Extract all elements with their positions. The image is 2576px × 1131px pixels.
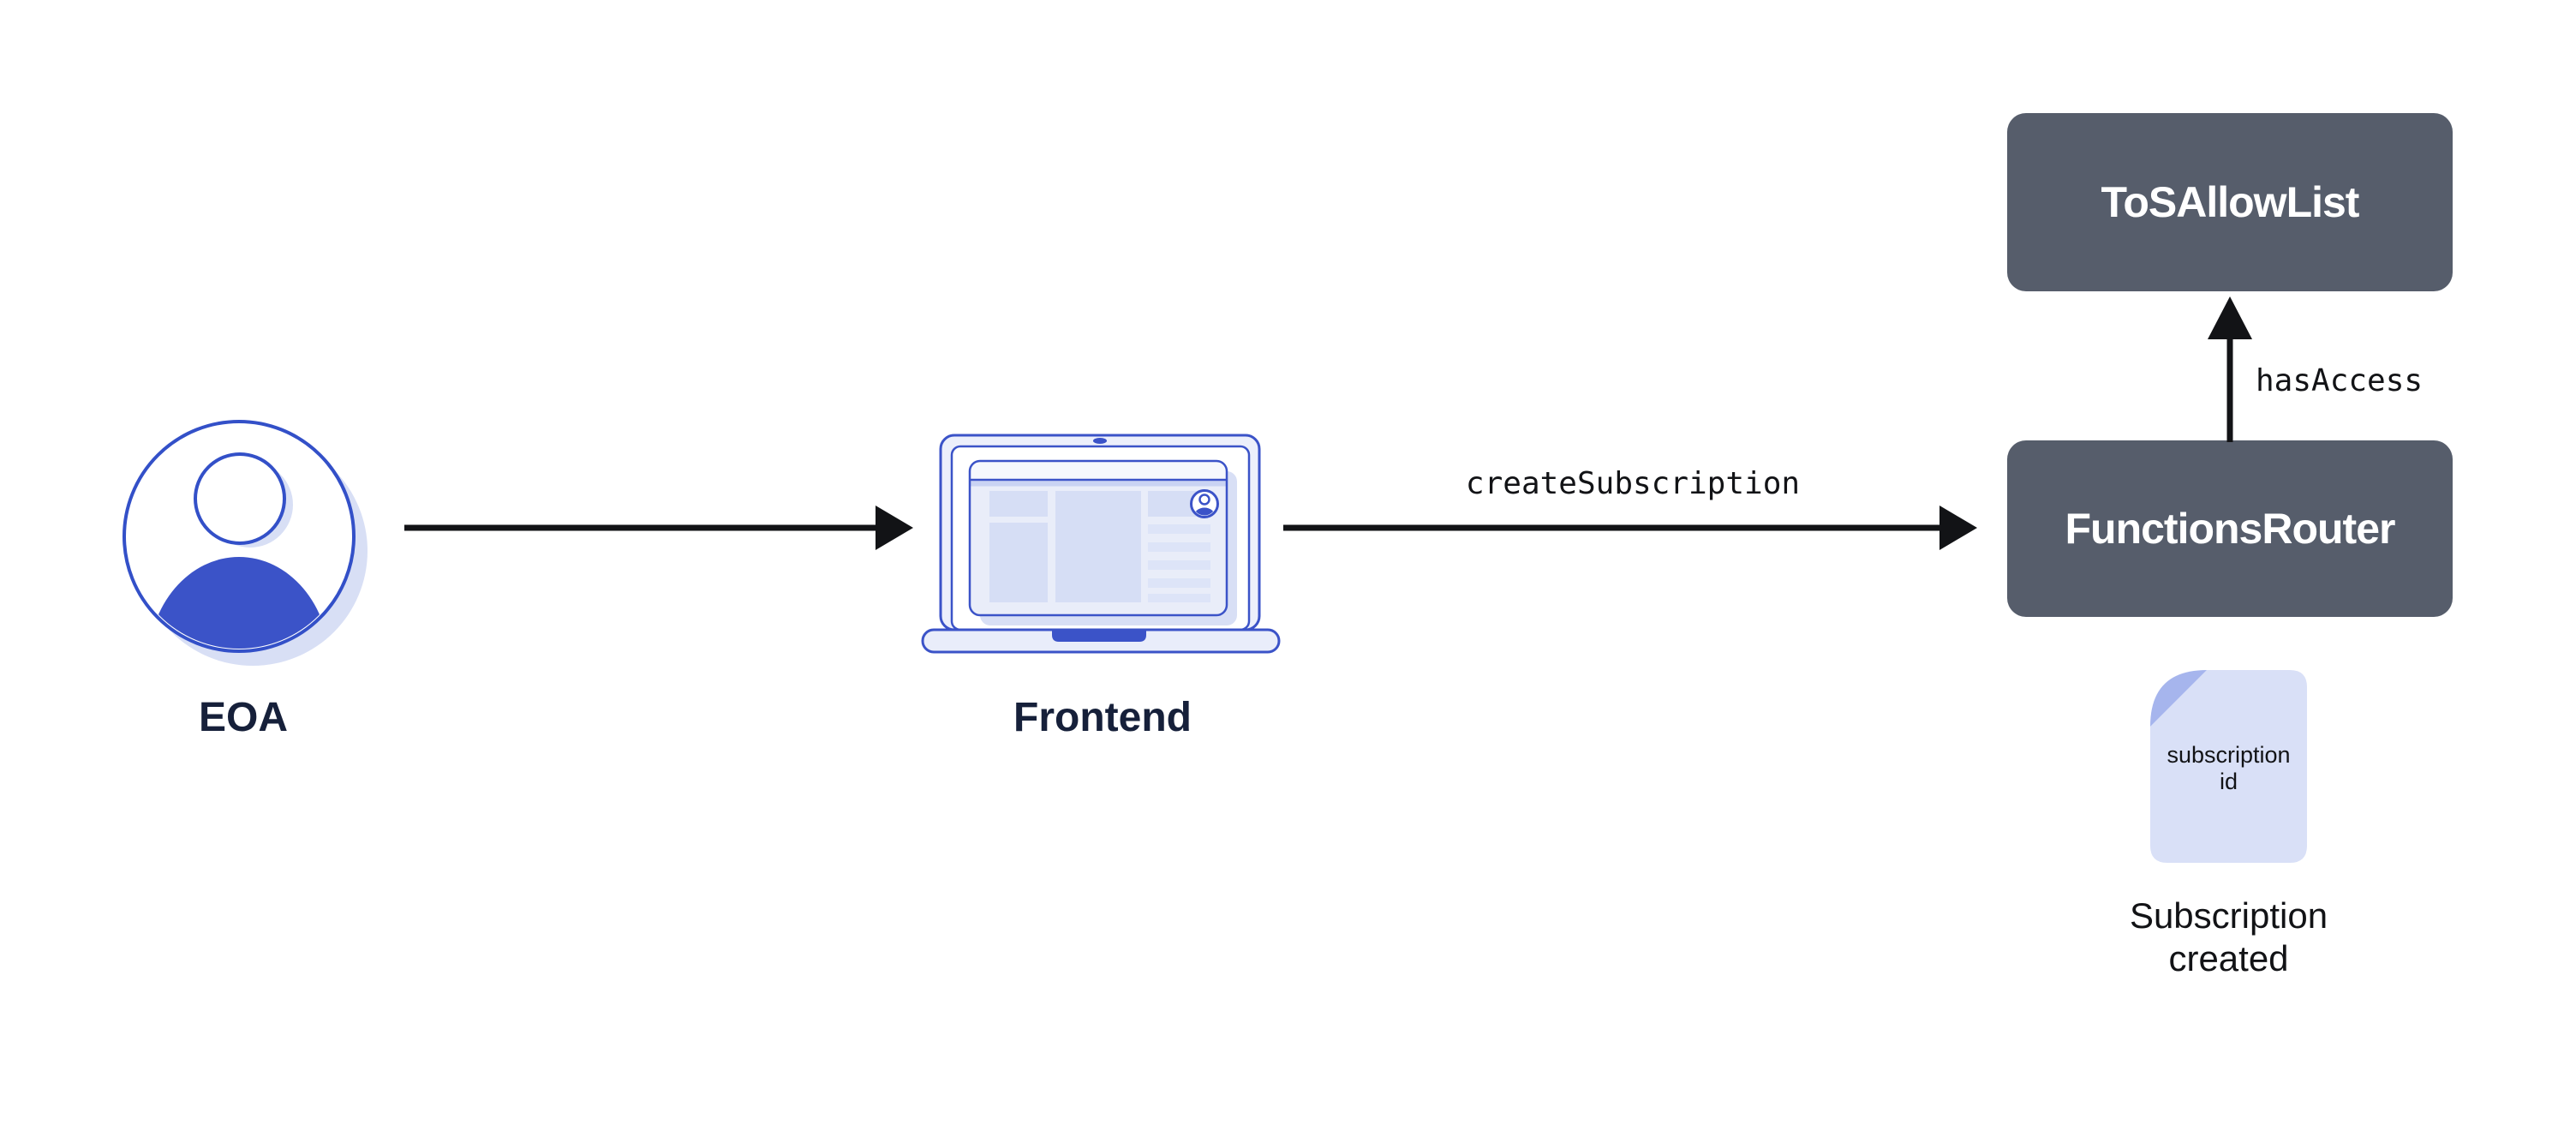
doc-body [2150,670,2307,863]
laptop-camera-dot [1093,438,1107,444]
browser-topbar-strip [970,481,1227,487]
eoa-label: EOA [198,695,288,740]
tos-allow-list-label: ToSAllowList [2101,178,2360,226]
tos-allow-list-node: ToSAllowList [2007,113,2453,291]
eoa-avatar-icon [123,420,368,666]
doc-folded-corner [2150,670,2207,727]
user-badge-icon [1190,489,1219,518]
arrow-frontend-to-router [1283,506,1977,550]
functions-router-label: FunctionsRouter [2065,505,2396,553]
browser-content-blocks [989,491,1210,602]
frontend-label: Frontend [1013,695,1192,740]
laptop-icon [921,434,1281,654]
arrow-eoa-to-frontend [404,506,913,550]
subscription-doc-text: subscription id [2167,742,2291,794]
laptop-base-notch [1052,630,1146,642]
arrow-router-to-tos [2208,296,2252,442]
browser-window-border [968,459,1228,617]
create-subscription-label: createSubscription [1465,466,1801,501]
has-access-label: hasAccess [2256,363,2424,398]
browser-topbar [970,461,1227,480]
functions-router-node: FunctionsRouter [2007,440,2453,617]
subscription-doc-icon [2150,670,2307,863]
subscription-created-caption: Subscription created [2129,895,2328,978]
avatar-shoulders [148,557,330,649]
avatar-head [194,452,286,545]
avatar-person-icon [148,452,330,649]
